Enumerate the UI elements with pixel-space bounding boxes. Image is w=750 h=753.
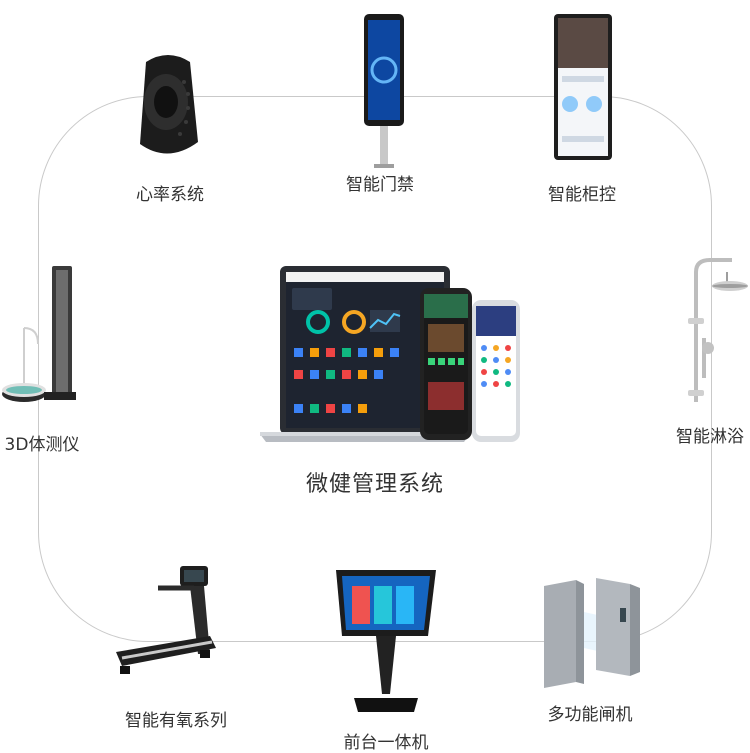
node-label-locker-control: 智能柜控 [548, 185, 616, 205]
node-label-3d-scanner: 3D体测仪 [4, 435, 80, 455]
heart-rate-armband-icon [140, 55, 198, 154]
body-scanner-icon [2, 266, 76, 402]
node-label-front-desk: 前台一体机 [343, 733, 429, 753]
management-system-devices-icon [260, 266, 520, 442]
node-label-speed-gate: 多功能闸机 [547, 705, 633, 725]
node-label-smart-shower: 智能淋浴 [676, 427, 744, 447]
face-access-terminal-icon [364, 14, 404, 168]
front-desk-kiosk-icon [336, 570, 436, 712]
node-label-cardio-series: 智能有氧系列 [125, 711, 227, 731]
locker-control-panel-icon [554, 14, 612, 160]
speed-gate-icon [544, 578, 640, 688]
treadmill-icon [116, 566, 216, 674]
node-label-access-control: 智能门禁 [346, 175, 414, 195]
shower-head-icon [688, 258, 748, 402]
center-system-label: 微健管理系统 [305, 472, 444, 497]
node-label-heart-rate: 心率系统 [136, 185, 204, 205]
